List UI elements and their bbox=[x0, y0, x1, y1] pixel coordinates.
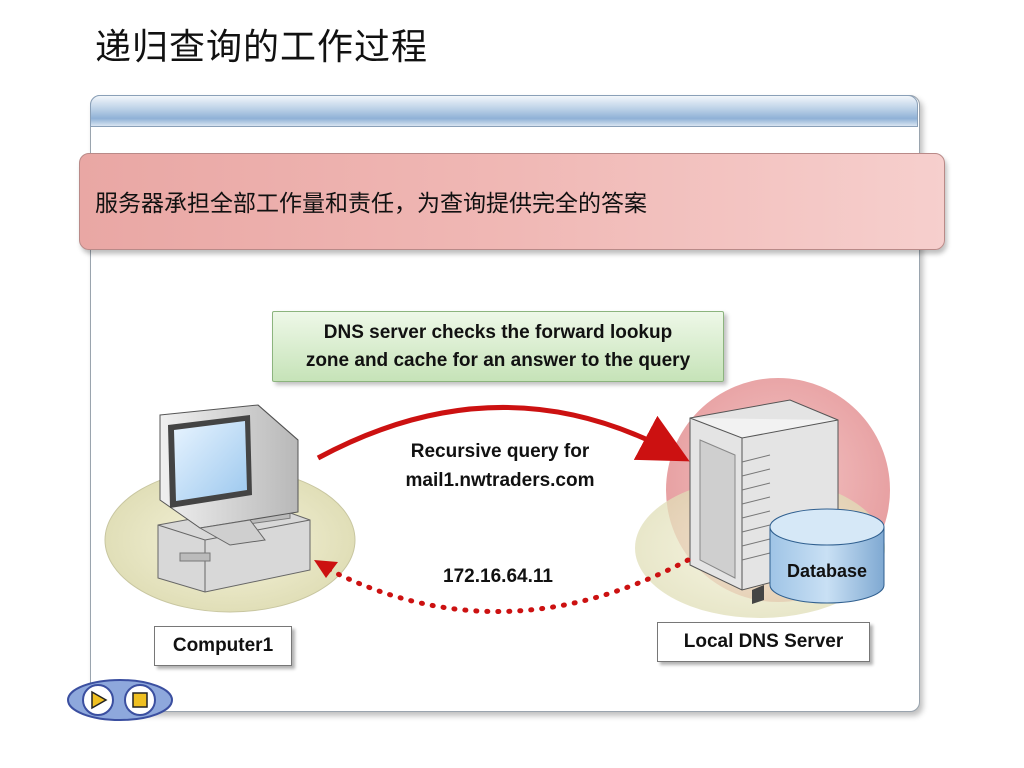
slide-nav-control[interactable] bbox=[67, 679, 173, 721]
dns-lookup-note-text: DNS server checks the forward lookup zon… bbox=[305, 321, 691, 371]
panel-header-band bbox=[90, 95, 918, 127]
page-title: 递归查询的工作过程 bbox=[95, 27, 429, 68]
query-arrow bbox=[316, 405, 690, 462]
recursive-query-label: Recursive query for mail1.nwtraders.com bbox=[405, 441, 595, 491]
summary-callout-text: 服务器承担全部工作量和责任，为查询提供完全的答案 bbox=[95, 191, 647, 217]
summary-callout: 服务器承担全部工作量和责任，为查询提供完全的答案 bbox=[79, 153, 945, 250]
answer-arrow bbox=[319, 557, 691, 614]
play-icon[interactable] bbox=[82, 684, 114, 716]
stop-icon[interactable] bbox=[124, 684, 156, 716]
database-icon bbox=[769, 508, 885, 604]
server-label: Local DNS Server bbox=[657, 622, 870, 662]
client-label: Computer1 bbox=[154, 626, 292, 666]
answer-arrowhead bbox=[314, 560, 338, 578]
computer-icon bbox=[157, 404, 311, 593]
dns-lookup-note: DNS server checks the forward lookup zon… bbox=[272, 311, 724, 382]
database-label: Database bbox=[786, 561, 868, 581]
answer-ip-label: 172.16.64.11 bbox=[443, 566, 553, 587]
